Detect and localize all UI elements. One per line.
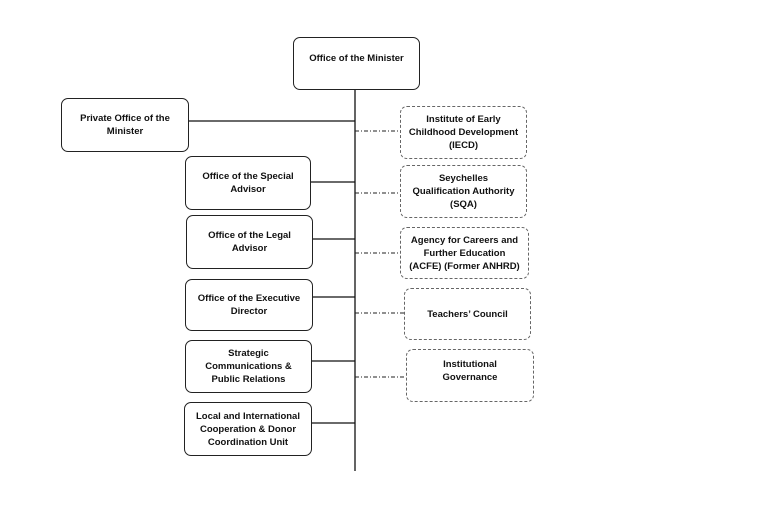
node-label: Office of the Minister bbox=[309, 53, 404, 64]
node-institutional-governance[interactable]: Institutional Governance bbox=[406, 349, 534, 402]
node-label: Office of the Special Advisor bbox=[202, 171, 294, 195]
node-label: Strategic Communications & Public Relati… bbox=[205, 348, 292, 385]
node-office-of-the-minister[interactable]: Office of the Minister bbox=[293, 37, 420, 90]
node-label: Office of the Executive Director bbox=[197, 293, 301, 317]
node-iecd[interactable]: Institute of Early Childhood Development… bbox=[400, 106, 527, 159]
node-label: Private Office of the Minister bbox=[80, 113, 170, 137]
node-teachers-council[interactable]: Teachers’ Council bbox=[404, 288, 531, 340]
node-strategic-communications[interactable]: Strategic Communications & Public Relati… bbox=[185, 340, 312, 393]
node-label: Seychelles Qualification Authority (SQA) bbox=[412, 173, 515, 210]
node-private-office[interactable]: Private Office of the Minister bbox=[61, 98, 189, 152]
node-label: Teachers’ Council bbox=[427, 308, 508, 320]
node-legal-advisor[interactable]: Office of the Legal Advisor bbox=[186, 215, 313, 269]
node-label: Local and International Cooperation & Do… bbox=[196, 410, 300, 448]
node-acfe[interactable]: Agency for Careers and Further Education… bbox=[400, 227, 529, 279]
node-label: Institutional Governance bbox=[442, 359, 498, 383]
node-executive-director[interactable]: Office of the Executive Director bbox=[185, 279, 313, 331]
node-label: Agency for Careers and Further Education… bbox=[409, 234, 520, 272]
node-label: Institute of Early Childhood Development… bbox=[408, 114, 519, 151]
node-label: Office of the Legal Advisor bbox=[208, 230, 291, 254]
node-cooperation-unit[interactable]: Local and International Cooperation & Do… bbox=[184, 402, 312, 456]
node-special-advisor[interactable]: Office of the Special Advisor bbox=[185, 156, 311, 210]
node-sqa[interactable]: Seychelles Qualification Authority (SQA) bbox=[400, 165, 527, 218]
